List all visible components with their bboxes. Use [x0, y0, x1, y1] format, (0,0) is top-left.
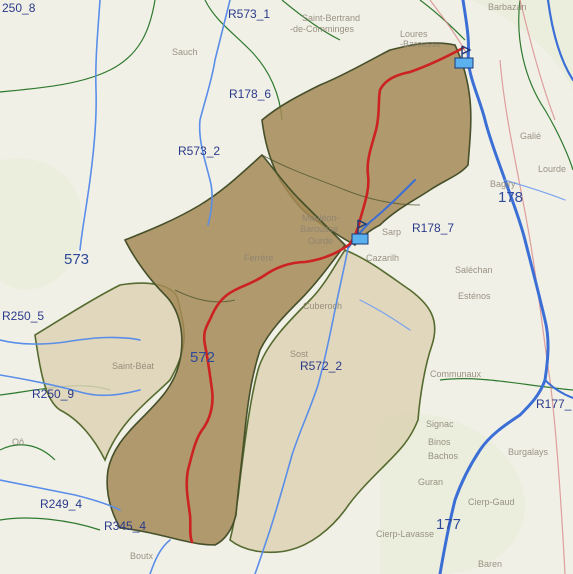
town-label: Saint-Béat	[112, 361, 155, 371]
reach-label-345-4[interactable]: R345_4	[104, 519, 147, 533]
town-label: Barousse	[300, 224, 339, 234]
sub-basin-divides	[174, 154, 421, 303]
town-label: Ferrère	[244, 253, 274, 263]
outlet-marker-icon[interactable]	[454, 45, 474, 69]
reach-label-250-5[interactable]: R250_5	[2, 309, 45, 323]
town-label: Cuberoch	[303, 301, 343, 311]
town-label: Cierp-Lavasse	[376, 529, 435, 539]
town-label: Boutx	[130, 551, 154, 561]
reach-label-573-2[interactable]: R573_2	[178, 144, 221, 158]
main-river-route	[185, 46, 465, 544]
outlet-marker-icon[interactable]	[351, 219, 369, 245]
reach-label-178-6[interactable]: R178_6	[229, 87, 272, 101]
town-label: Binos	[428, 437, 451, 447]
town-label: Sauch	[172, 47, 198, 57]
town-label: Signac	[426, 419, 454, 429]
town-label: Saléchan	[455, 265, 493, 275]
reach-label-250-8[interactable]: 250_8	[2, 1, 36, 15]
town-label: Cazarilh	[366, 253, 400, 263]
reach-label-573-1[interactable]: R573_1	[228, 7, 271, 21]
basin-label-572[interactable]: 572	[190, 349, 216, 366]
basin-label-178[interactable]: 178	[498, 189, 524, 206]
reach-label-572-2[interactable]: R572_2	[300, 359, 343, 373]
basin-label-573[interactable]: 573	[64, 251, 90, 268]
town-label: Barbazan	[488, 2, 527, 12]
town-label: Baren	[478, 559, 503, 569]
town-label: -Barousse	[400, 39, 442, 49]
basin-label-177[interactable]: 177	[436, 516, 462, 533]
reach-label-249-4[interactable]: R249_4	[40, 497, 83, 511]
town-label: Cierp-Gaud	[468, 497, 515, 507]
reach-label-250-9[interactable]: R250_9	[32, 387, 75, 401]
town-label: Loures	[400, 29, 428, 39]
reach-label-178-7[interactable]: R178_7	[412, 221, 455, 235]
town-label: Galié	[520, 131, 542, 141]
town-label: -de-Comminges	[290, 24, 355, 34]
basin-572-light-west	[34, 282, 185, 462]
town-label: Oô	[12, 437, 25, 447]
town-label: Esténos	[458, 291, 491, 301]
town-label: Bachos	[428, 451, 459, 461]
town-label: Mauléon-	[302, 213, 340, 223]
town-label: Sost	[290, 349, 309, 359]
town-label: Lourde	[538, 164, 567, 174]
town-label: Saint-Bertrand	[302, 13, 361, 23]
town-label: Bagiry	[490, 179, 516, 189]
reach-label-177-1[interactable]: R177_	[536, 397, 572, 411]
town-label: Communaux	[430, 369, 482, 379]
town-label: Sarp	[382, 227, 402, 237]
town-label: Ourde	[308, 236, 334, 246]
town-label: Guran	[418, 477, 444, 487]
basin-572-dark-central	[106, 153, 347, 546]
town-label: Burgalays	[508, 447, 549, 457]
basin-572-light-east	[229, 249, 436, 554]
